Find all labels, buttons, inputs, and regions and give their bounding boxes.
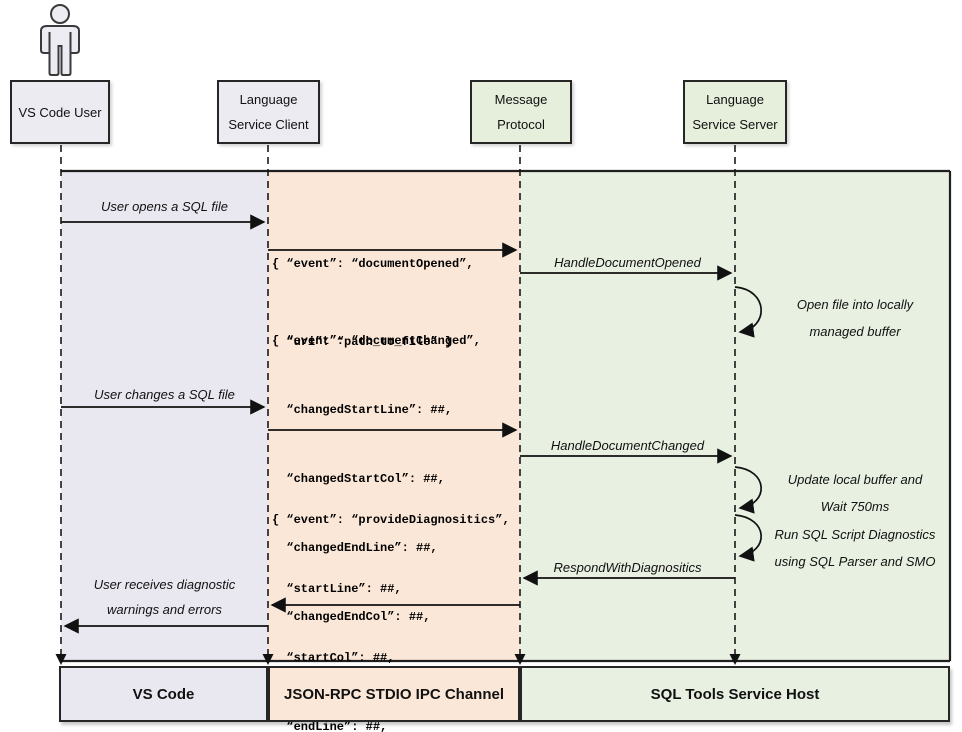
lane-service-host bbox=[520, 171, 950, 661]
footer-box-sql-tools-service-host: SQL Tools Service Host bbox=[520, 666, 950, 722]
person-icon bbox=[40, 4, 80, 76]
annotation-update-buffer: Update local buffer and Wait 750ms bbox=[787, 472, 923, 514]
header-label: Protocol bbox=[497, 117, 545, 132]
header-label: Language bbox=[706, 92, 764, 107]
header-label: Service Client bbox=[228, 117, 309, 132]
label-user-opens-file: User opens a SQL file bbox=[101, 199, 228, 214]
label-handle-document-changed: HandleDocumentChanged bbox=[550, 438, 705, 453]
label-user-receives-diagnostics: User receives diagnostic warnings and er… bbox=[93, 577, 236, 617]
annotation-run-diagnostics: Run SQL Script Diagnostics using SQL Par… bbox=[774, 527, 936, 569]
header-box-vscode-user: VS Code User bbox=[10, 80, 110, 144]
footer-label: JSON-RPC STDIO IPC Channel bbox=[283, 685, 505, 703]
json-block-document-opened: { “event”: “documentOpened”, “uri”: “pat… bbox=[272, 257, 474, 349]
footer-label: SQL Tools Service Host bbox=[650, 685, 820, 703]
header-label: VS Code User bbox=[18, 104, 102, 120]
header-box-message-protocol: Message Protocol bbox=[470, 80, 572, 144]
label-user-changes-file: User changes a SQL file bbox=[94, 387, 235, 402]
header-box-language-service-server: Language Service Server bbox=[683, 80, 787, 144]
footer-label: VS Code bbox=[132, 685, 195, 703]
header-label: Language bbox=[239, 92, 298, 107]
json-block-provide-diagnostics: { “event”: “provideDiagnositics”, “start… bbox=[272, 513, 510, 732]
annotation-open-buffer: Open file into locally managed buffer bbox=[796, 297, 914, 339]
header-label: Message bbox=[494, 92, 548, 107]
header-label: Service Server bbox=[692, 117, 778, 132]
header-box-language-service-client: Language Service Client bbox=[217, 80, 320, 144]
label-respond-with-diagnostics: RespondWithDiagnositics bbox=[553, 560, 702, 575]
label-handle-document-opened: HandleDocumentOpened bbox=[554, 255, 701, 270]
footer-box-jsonrpc-channel: JSON-RPC STDIO IPC Channel bbox=[268, 666, 520, 722]
footer-box-vscode: VS Code bbox=[59, 666, 268, 722]
